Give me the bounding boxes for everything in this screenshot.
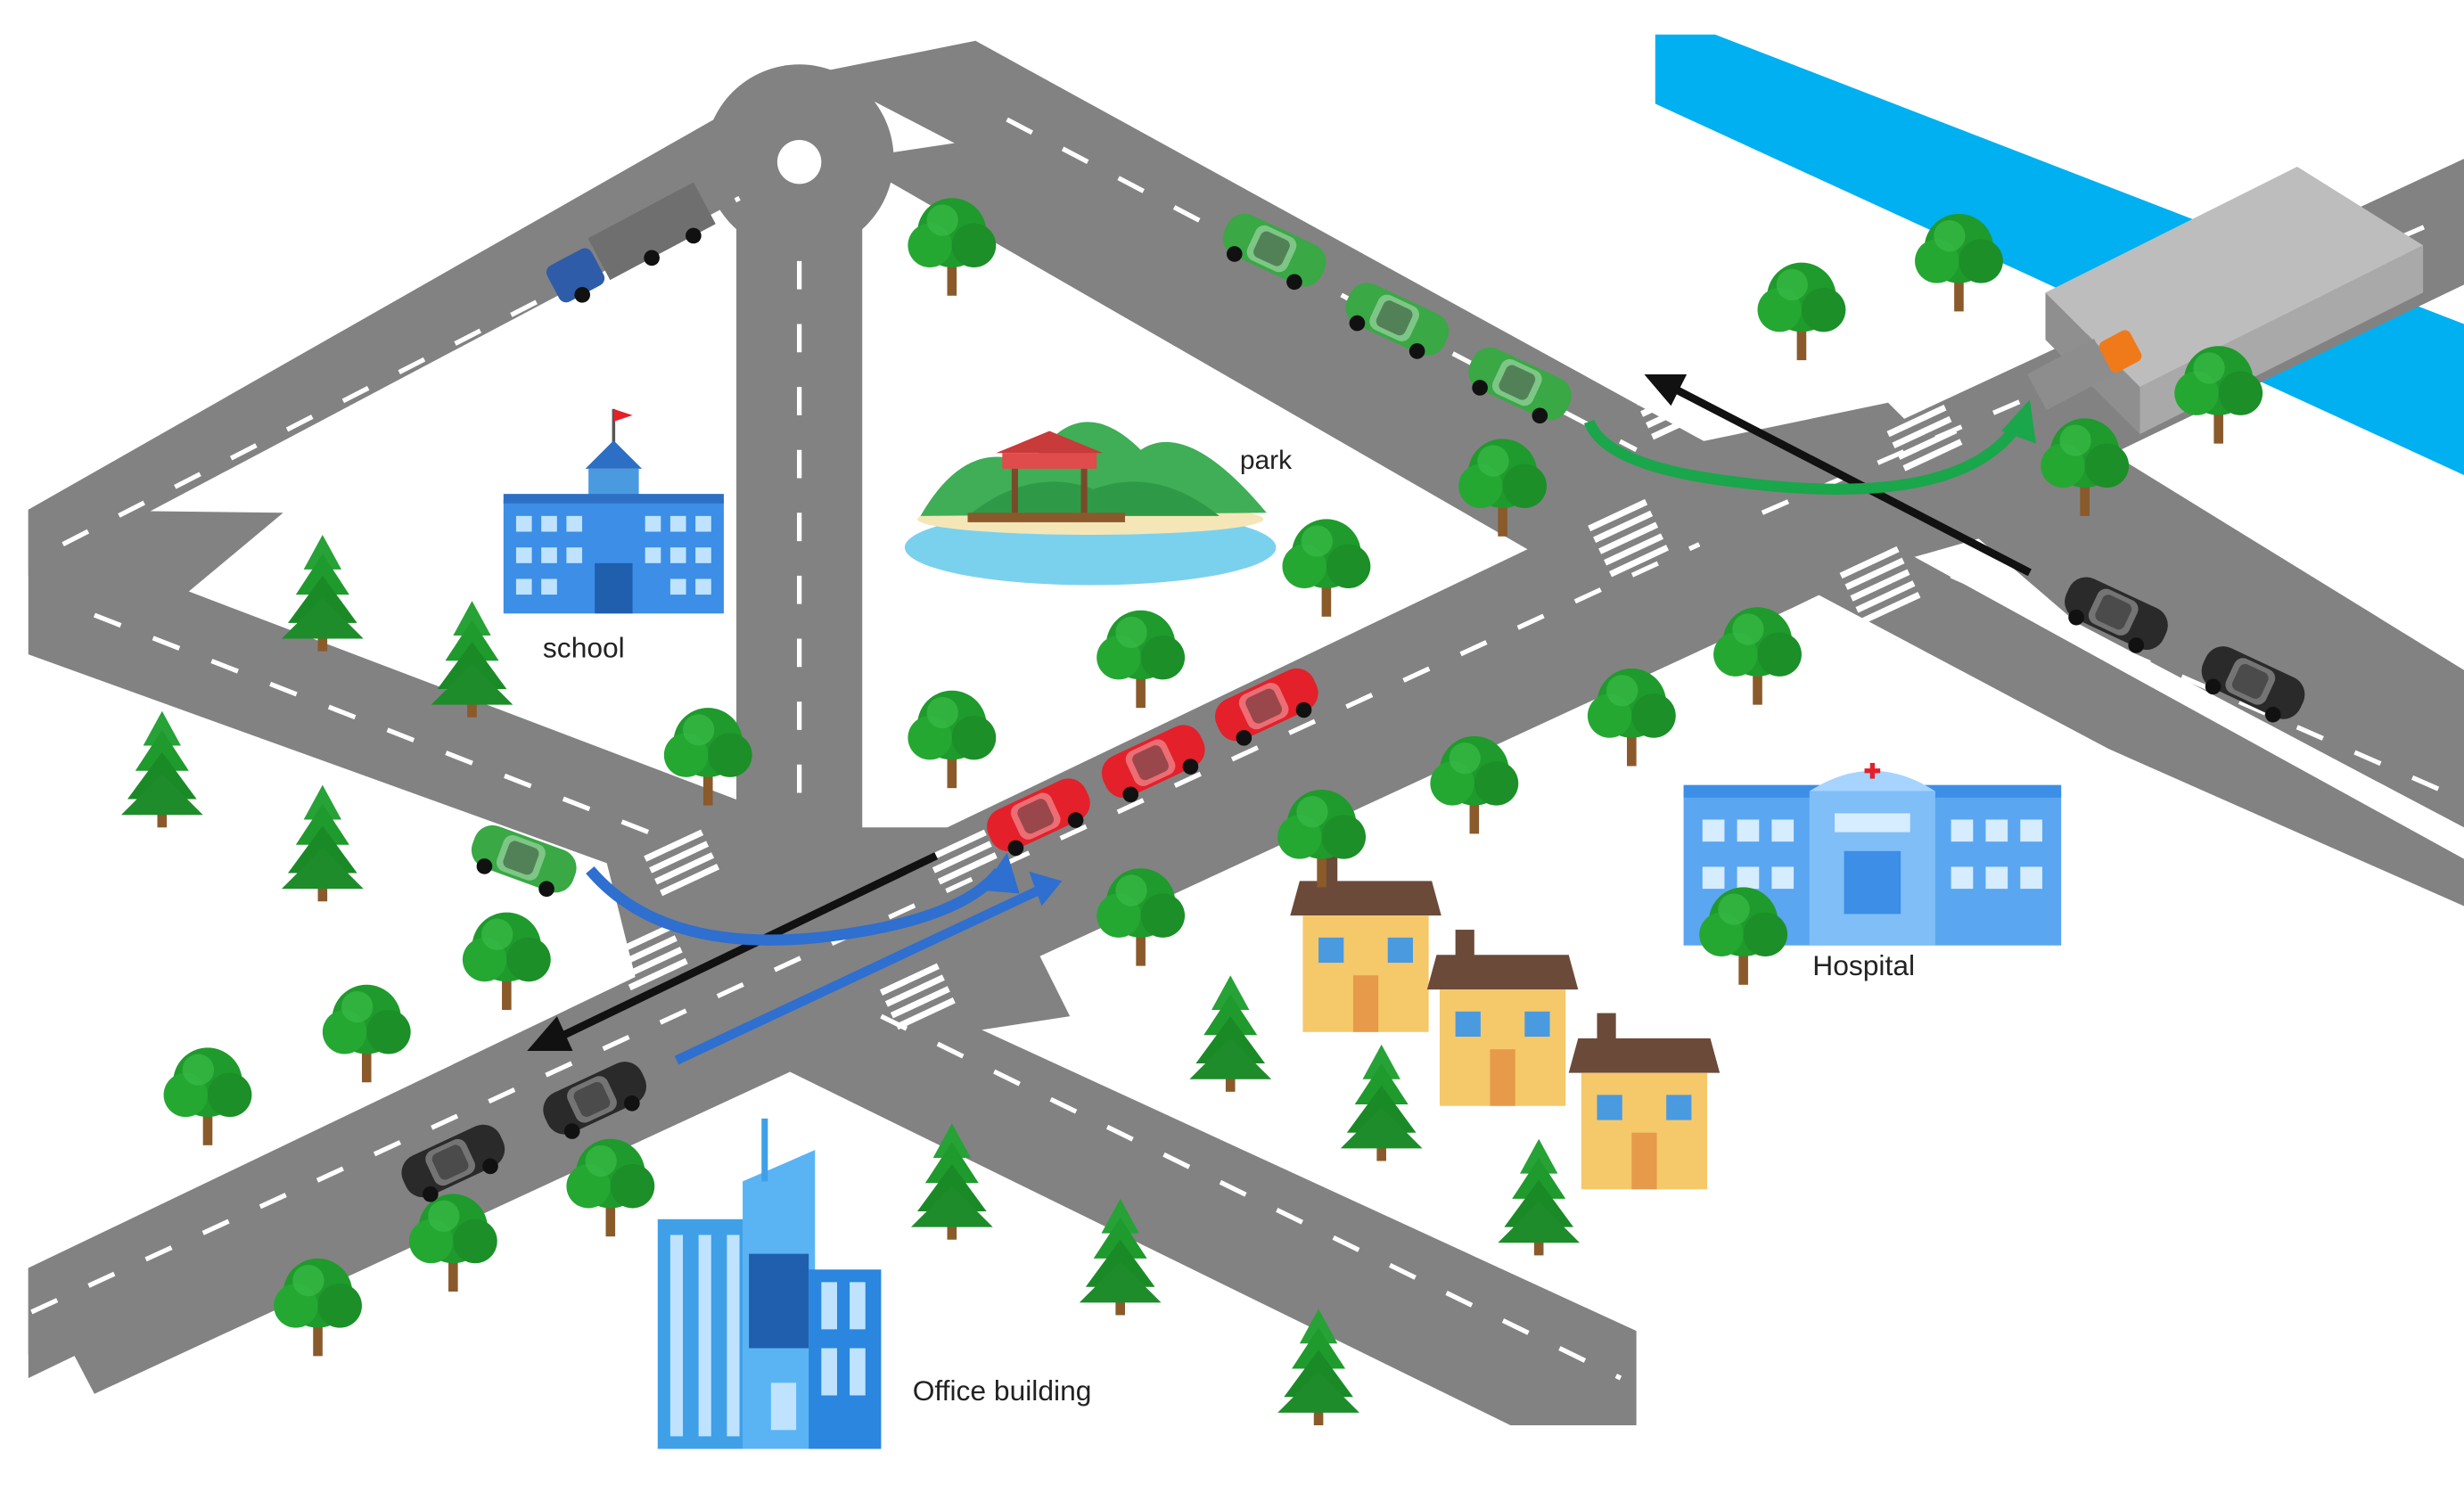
tree-icon (163, 1047, 252, 1145)
truck-icon (546, 182, 716, 303)
arrow-blue-straight (674, 871, 1063, 1065)
arrow-black-lower (527, 852, 939, 1051)
school-icon (503, 408, 724, 614)
hospital-label: Hospital (1812, 949, 1915, 981)
house-icon (1568, 1013, 1721, 1190)
pine-tree-icon (281, 784, 364, 902)
pine-tree-icon (1340, 1044, 1423, 1161)
house-icon (1290, 856, 1441, 1032)
tree-icon (322, 984, 411, 1083)
tree-icon (1757, 262, 1846, 361)
park-icon (904, 422, 1277, 586)
pine-tree-icon (431, 601, 513, 718)
arrow-blue-curve (586, 852, 1020, 946)
school-label: school (543, 632, 625, 664)
pine-tree-icon (281, 535, 364, 652)
arrow-black-upper (1644, 373, 2032, 577)
roundabout-island (776, 140, 822, 185)
house-icon (1426, 930, 1579, 1106)
tree-icon (1282, 519, 1371, 617)
arrow-green (1583, 399, 2036, 496)
tree-icon (908, 690, 997, 789)
office-building-label: Office building (913, 1374, 1092, 1407)
flow-arrows (527, 373, 2036, 1065)
park-label: park (1240, 446, 1293, 475)
truck-icon (2027, 330, 2142, 411)
pine-tree-icon (1189, 975, 1272, 1092)
tree-icon (1096, 610, 1186, 709)
tree-icon (462, 912, 551, 1011)
office-building-icon (657, 1118, 882, 1449)
pine-tree-icon (120, 710, 203, 828)
pine-tree-icon (1498, 1138, 1581, 1256)
